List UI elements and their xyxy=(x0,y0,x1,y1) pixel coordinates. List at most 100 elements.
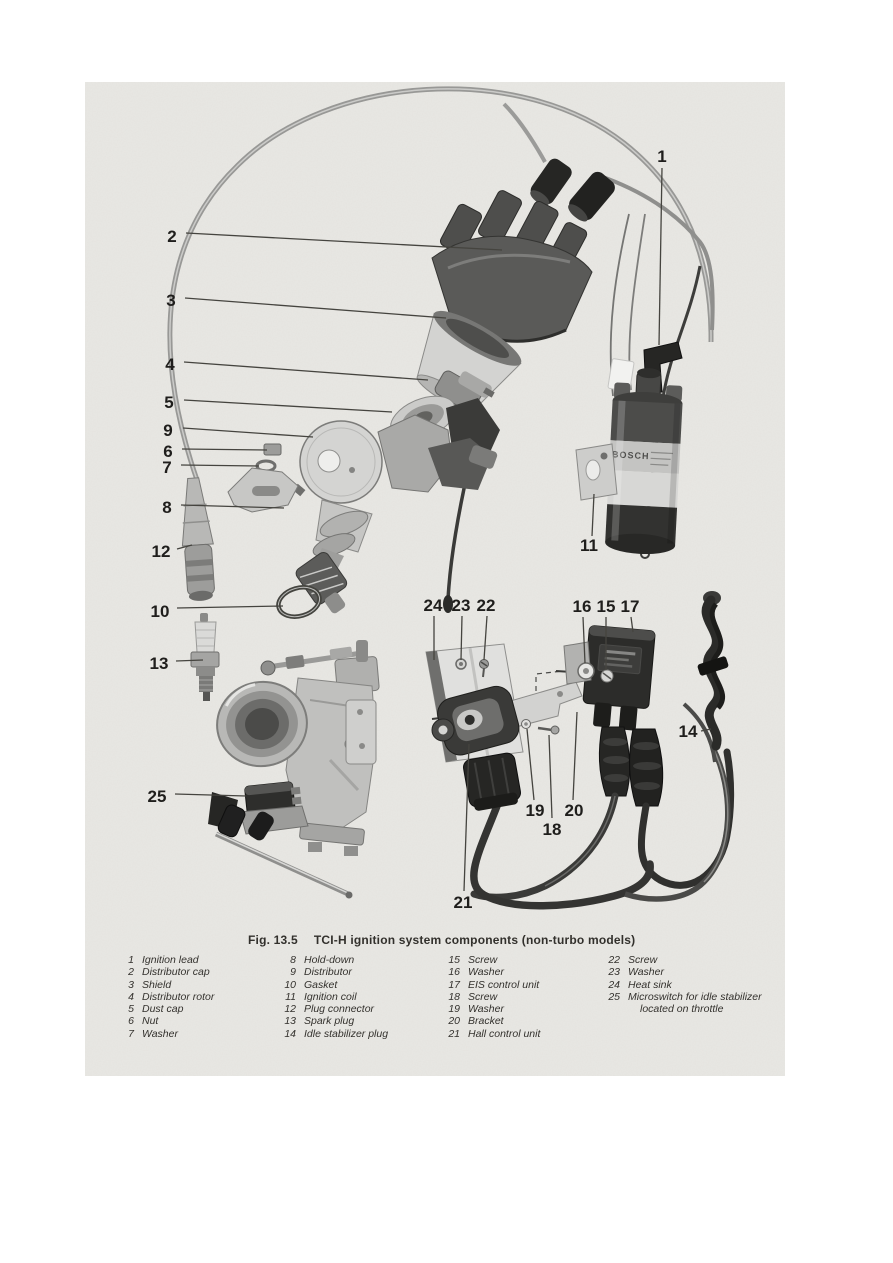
legend-item-number: 9 xyxy=(290,966,296,979)
legend-item-label: Microswitch for idle stabilizer located … xyxy=(628,990,762,1016)
legend-item-label: Screw xyxy=(628,954,658,966)
callout-11: 11 xyxy=(580,536,598,555)
legend-item-label: Bracket xyxy=(468,1015,504,1028)
legend-item-number: 18 xyxy=(448,990,460,1003)
figure-caption: Fig. 13.5 TCI-H ignition system component… xyxy=(248,933,635,947)
legend-item-label: Washer xyxy=(142,1027,178,1040)
cap-wire-boots xyxy=(502,102,715,331)
legend-item: 1 Ignition lead xyxy=(120,954,214,966)
callout-7: 7 xyxy=(162,458,171,477)
callout-2: 2 xyxy=(167,227,176,246)
legend-item-number: 2 xyxy=(128,966,134,979)
callout-18: 18 xyxy=(543,820,562,839)
legend-item-number: 1 xyxy=(128,954,134,966)
legend-item-label: Gasket xyxy=(304,978,338,991)
figure-number: Fig. 13.5 xyxy=(248,933,298,947)
legend-item-number: 20 xyxy=(448,1015,460,1028)
legend-item-label: Distributor xyxy=(304,966,352,979)
legend-item-number: 16 xyxy=(448,966,460,979)
callout-22: 22 xyxy=(477,596,496,615)
hall-connector xyxy=(462,752,522,811)
legend-item-label: Distributor rotor xyxy=(142,990,215,1003)
ignition-coil: BOSCH xyxy=(605,368,683,555)
legend-item-label: Spark plug xyxy=(304,1015,355,1028)
legend-item-label: Hall control unit xyxy=(468,1027,541,1040)
legend-item: 4 Distributor rotor xyxy=(120,991,214,1003)
callout-labels: 1 2 3 4 5 9 6 7 8 12 10 13 25 11 24 23 2… xyxy=(148,147,698,912)
legend-item-number: 13 xyxy=(284,1015,296,1028)
legend-item-label: Ignition lead xyxy=(142,954,199,966)
callout-15: 15 xyxy=(597,597,616,616)
drive-gear xyxy=(295,552,348,614)
switch-rod xyxy=(214,831,353,899)
legend-item-number: 3 xyxy=(128,978,134,991)
legend-item-label: Idle stabilizer plug xyxy=(304,1027,389,1040)
callout-12: 12 xyxy=(152,542,171,561)
legend-item: 25 Microswitch for idle stabilizer locate… xyxy=(598,991,762,1016)
callout-20: 20 xyxy=(565,801,584,820)
legend-item: 16 Washer xyxy=(438,966,540,978)
legend-item: 11 Ignition coil xyxy=(274,991,388,1003)
callout-24: 24 xyxy=(424,596,443,615)
coil-brand-text: BOSCH xyxy=(612,449,650,461)
legend-item-number: 5 xyxy=(128,1003,134,1016)
legend-item-label: Ignition coil xyxy=(304,990,357,1003)
washer-19 xyxy=(521,719,531,729)
callout-16: 16 xyxy=(573,597,592,616)
legend-item: 20 Bracket xyxy=(438,1015,540,1027)
leader-lines xyxy=(174,167,712,892)
legend-item-number: 19 xyxy=(448,1003,460,1016)
legend-item-label: Washer xyxy=(468,966,504,979)
legend-item-number: 25 xyxy=(608,990,620,1003)
washer-23 xyxy=(455,658,467,670)
washer-16 xyxy=(577,662,595,680)
figure-title: TCI-H ignition system components (non-tu… xyxy=(313,933,636,947)
legend-item-number: 11 xyxy=(285,990,296,1003)
throttle-bore xyxy=(216,680,308,768)
callout-17: 17 xyxy=(621,597,640,616)
idle-stabilizer-plug xyxy=(697,591,729,751)
legend-item: 19 Washer xyxy=(438,1003,540,1015)
distributor xyxy=(292,414,498,614)
legend-item-number: 4 xyxy=(128,990,134,1003)
throttle-body xyxy=(208,640,380,899)
legend-item: 9 Distributor xyxy=(274,966,388,978)
callout-21: 21 xyxy=(454,893,473,912)
legend-item-number: 12 xyxy=(284,1003,296,1016)
legend-item-label: Washer xyxy=(468,1003,504,1016)
callout-6: 6 xyxy=(163,442,172,461)
hold-down xyxy=(227,467,299,513)
legend-item-label: Hold-down xyxy=(304,954,355,966)
distributor-cap xyxy=(431,190,593,343)
legend-item-number: 6 xyxy=(128,1015,134,1028)
callout-3: 3 xyxy=(166,291,175,310)
legend-item-label: Dust cap xyxy=(142,1003,184,1016)
legend-item-number: 22 xyxy=(608,954,620,966)
plug-connector xyxy=(181,477,215,601)
switch-cable-boots xyxy=(208,792,274,841)
callout-1: 1 xyxy=(657,147,666,166)
screw-15 xyxy=(600,669,614,683)
legend-item: 14 Idle stabilizer plug xyxy=(274,1028,388,1040)
screw-18 xyxy=(537,725,560,735)
spark-plug xyxy=(190,613,220,701)
callout-10: 10 xyxy=(151,602,170,621)
gasket-oring xyxy=(276,585,322,619)
legend-item-number: 14 xyxy=(284,1027,296,1040)
coil-bracket xyxy=(575,443,618,501)
legend-item: 5 Dust cap xyxy=(120,1003,214,1015)
callout-14: 14 xyxy=(679,722,698,741)
callout-13: 13 xyxy=(150,654,169,673)
